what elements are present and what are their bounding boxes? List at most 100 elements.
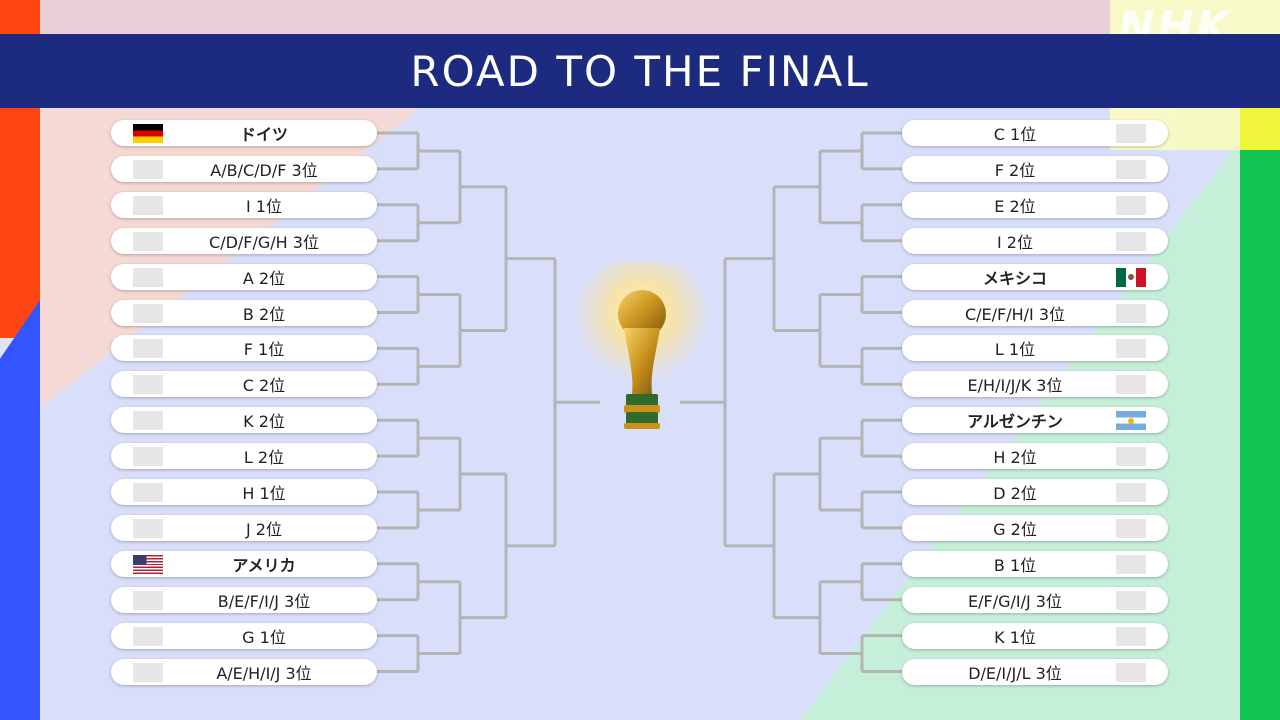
- germany-flag-icon: [133, 124, 163, 143]
- flag-placeholder-icon: [133, 303, 163, 323]
- flag-placeholder-icon: [133, 590, 163, 610]
- right-slot: メキシコ: [902, 263, 1168, 290]
- left-strip-blue: [0, 300, 40, 720]
- flag-placeholder-icon: [1116, 303, 1146, 323]
- slot-label: メキシコ: [982, 268, 1047, 288]
- slot-label: E/H/I/J/K 3位: [967, 376, 1063, 396]
- slot-label: G 2位: [993, 519, 1037, 539]
- left-slot: G 1位: [111, 622, 377, 649]
- left-slot: L 2位: [111, 443, 377, 470]
- flag-placeholder-icon: [133, 231, 163, 251]
- slot-label: B/E/F/I/J 3位: [217, 591, 311, 611]
- flag-placeholder-icon: [1116, 231, 1146, 251]
- strip-top-left: [0, 0, 40, 34]
- slot-label: A/E/H/I/J 3位: [216, 663, 312, 683]
- mexico-flag-icon: [1116, 267, 1146, 287]
- left-slot: I 1位: [111, 191, 377, 218]
- slot-label: H 1位: [242, 484, 286, 503]
- argentina-flag-icon: [1116, 411, 1146, 431]
- right-slot: K 1位: [902, 622, 1168, 649]
- slot-label: アメリカ: [232, 555, 296, 575]
- flag-placeholder-icon: [133, 518, 163, 538]
- slot-label: B 2位: [242, 304, 286, 324]
- right-slot: I 2位: [902, 227, 1168, 254]
- flag-placeholder-icon: [1116, 447, 1146, 467]
- page-title: ROAD TO THE FINAL: [410, 46, 870, 96]
- slot-label: J 2位: [246, 519, 282, 539]
- slot-label: B 1位: [993, 555, 1037, 575]
- flag-placeholder-icon: [1116, 518, 1146, 538]
- usa-flag-icon: [133, 554, 163, 574]
- right-slot: B 1位: [902, 550, 1168, 577]
- slot-label: A/B/C/D/F 3位: [210, 160, 318, 180]
- right-slot: G 2位: [902, 514, 1168, 541]
- right-slot: C 1位: [902, 120, 1168, 146]
- right-slot: アルゼンチン: [902, 407, 1168, 434]
- right-slot: H 2位: [902, 443, 1168, 470]
- flag-placeholder-icon: [1116, 483, 1146, 502]
- left-slot: A/E/H/I/J 3位: [111, 658, 377, 685]
- left-slot: J 2位: [111, 514, 377, 541]
- slot-label: F 2位: [994, 160, 1036, 180]
- right-slot: E/F/G/I/J 3位: [902, 586, 1168, 613]
- flag-placeholder-icon: [1116, 626, 1146, 646]
- left-slot: A/B/C/D/F 3位: [111, 155, 377, 182]
- flag-placeholder-icon: [1116, 124, 1146, 143]
- left-strip-red: [0, 108, 40, 338]
- flag-placeholder-icon: [1116, 375, 1146, 395]
- right-slot: D 2位: [902, 479, 1168, 505]
- flag-placeholder-icon: [133, 447, 163, 467]
- right-slot: F 2位: [902, 155, 1168, 182]
- slot-label: D 2位: [993, 484, 1037, 503]
- bg-yellow-shape: [1180, 108, 1240, 150]
- left-slot: B 2位: [111, 299, 377, 326]
- left-slot: A 2位: [111, 263, 377, 290]
- right-strip-green: [1240, 150, 1280, 720]
- slot-label: C/D/F/G/H 3位: [209, 232, 319, 252]
- slot-label: C/E/F/H/I 3位: [964, 304, 1066, 324]
- right-slot: L 1位: [902, 335, 1168, 362]
- flag-placeholder-icon: [1116, 195, 1146, 215]
- left-slot: F 1位: [111, 335, 377, 362]
- slot-label: H 2位: [993, 448, 1037, 468]
- flag-placeholder-icon: [133, 411, 163, 431]
- left-slot: アメリカ: [111, 550, 377, 577]
- flag-placeholder-icon: [133, 662, 163, 682]
- slot-label: L 1位: [994, 340, 1036, 360]
- flag-placeholder-icon: [1116, 159, 1146, 179]
- left-slot: B/E/F/I/J 3位: [111, 586, 377, 613]
- flag-placeholder-icon: [133, 267, 163, 287]
- slot-label: I 1位: [246, 196, 282, 216]
- world-cup-trophy-icon: [572, 262, 712, 429]
- flag-placeholder-icon: [1116, 339, 1146, 359]
- slot-label: アルゼンチン: [967, 412, 1063, 432]
- slot-label: D/E/I/J/L 3位: [968, 663, 1062, 683]
- slot-label: I 2位: [997, 232, 1033, 252]
- left-slot: K 2位: [111, 407, 377, 434]
- flag-placeholder-icon: [133, 375, 163, 395]
- slot-label: A 2位: [242, 268, 286, 288]
- slot-label: E 2位: [994, 196, 1036, 216]
- right-slot: E/H/I/J/K 3位: [902, 371, 1168, 398]
- flag-placeholder-icon: [1116, 554, 1146, 574]
- flag-placeholder-icon: [133, 195, 163, 215]
- slot-label: F 1位: [243, 340, 285, 360]
- slot-label: G 1位: [242, 627, 286, 647]
- right-strip-yellow: [1240, 108, 1280, 150]
- flag-placeholder-icon: [133, 483, 163, 502]
- title-banner: ROAD TO THE FINAL: [0, 34, 1280, 108]
- flag-placeholder-icon: [133, 626, 163, 646]
- slot-label: K 2位: [243, 412, 285, 432]
- flag-placeholder-icon: [1116, 662, 1146, 682]
- right-slot: C/E/F/H/I 3位: [902, 299, 1168, 326]
- left-slot: C 2位: [111, 371, 377, 398]
- slot-label: C 2位: [242, 376, 286, 396]
- slot-label: ドイツ: [239, 125, 288, 144]
- left-slot: ドイツ: [111, 120, 377, 146]
- slot-label: E/F/G/I/J 3位: [968, 591, 1062, 611]
- right-slot: E 2位: [902, 191, 1168, 218]
- flag-placeholder-icon: [133, 159, 163, 179]
- slot-label: L 2位: [243, 448, 285, 468]
- flag-placeholder-icon: [133, 339, 163, 359]
